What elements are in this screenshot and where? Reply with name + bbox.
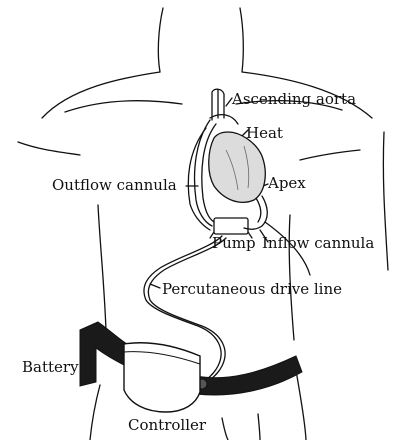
belt-right: [196, 356, 302, 395]
inflow-cannula-tube-inner: [256, 198, 261, 222]
label-heart: Heat: [246, 126, 283, 141]
heart-shape: [209, 132, 266, 202]
collarbone-left: [65, 101, 182, 112]
label-controller: Controller: [128, 418, 206, 433]
label-apex: Apex: [268, 176, 306, 191]
pump-body: [214, 218, 248, 234]
label-ascending-aorta: Ascending aorta: [232, 92, 356, 107]
leg-split: [222, 418, 228, 440]
leg-split-2: [258, 414, 260, 440]
label-pump: Pump: [212, 236, 256, 251]
label-outflow-cannula: Outflow cannula: [52, 178, 177, 193]
belt-left: [80, 322, 130, 386]
controller-body: [124, 343, 200, 412]
neck-right-line: [240, 8, 243, 72]
label-inflow-cannula: Inflow cannula: [262, 236, 374, 251]
arm-left-inner: [18, 142, 80, 155]
waist-left: [90, 385, 100, 440]
arm-right-outer: [383, 132, 388, 270]
shoulder-left-line: [42, 72, 160, 118]
label-battery: Battery: [22, 360, 79, 375]
neck-left-line: [158, 8, 163, 72]
side-left: [98, 205, 106, 330]
label-drive-line: Percutaneous drive line: [162, 282, 342, 297]
leader-driveline: [150, 284, 160, 288]
arm-right-inner: [300, 150, 360, 160]
waist-right: [296, 370, 306, 440]
